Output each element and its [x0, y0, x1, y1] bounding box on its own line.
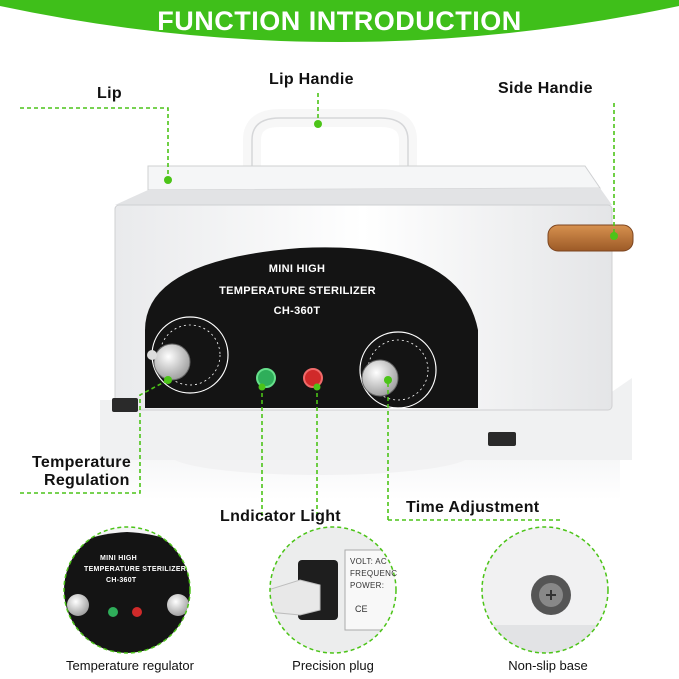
detail-panel-1-line2: TEMPERATURE STERILIZER	[84, 566, 187, 573]
detail-panel-1-line3: CH-360T	[106, 577, 137, 584]
callout-temperature-regulation-line1: Temperature	[32, 454, 132, 471]
caption-non-slip-base: Non-slip base	[508, 658, 588, 673]
device-panel-line1: MINI HIGH	[268, 263, 326, 275]
callout-indicator-light: Lndicator Light	[220, 508, 341, 525]
callout-time-adjustment: Time Adjustment	[406, 499, 540, 516]
callout-lip-handle: Lip Handie	[269, 71, 354, 88]
page-title: FUNCTION INTRODUCTION	[157, 6, 522, 36]
caption-temperature-regulator: Temperature regulator	[66, 658, 194, 673]
callout-lip: Lip	[97, 85, 122, 102]
detail-panel-1-line1: MINI HIGH	[100, 555, 137, 562]
callout-side-handle: Side Handie	[498, 80, 593, 97]
caption-precision-plug: Precision plug	[292, 658, 374, 673]
device-panel-line2: TEMPERATURE STERILIZER	[219, 285, 376, 297]
device-panel-line3: CH-360T	[273, 305, 321, 317]
header-banner	[0, 0, 679, 42]
callout-temperature-regulation-line2: Regulation	[44, 472, 130, 489]
svg-text:CE: CE	[355, 604, 368, 614]
plug-label-line2: FREQUENC	[350, 569, 398, 578]
plug-label-line1: VOLT: AC	[350, 557, 387, 566]
plug-label-line3: POWER:	[350, 581, 385, 590]
